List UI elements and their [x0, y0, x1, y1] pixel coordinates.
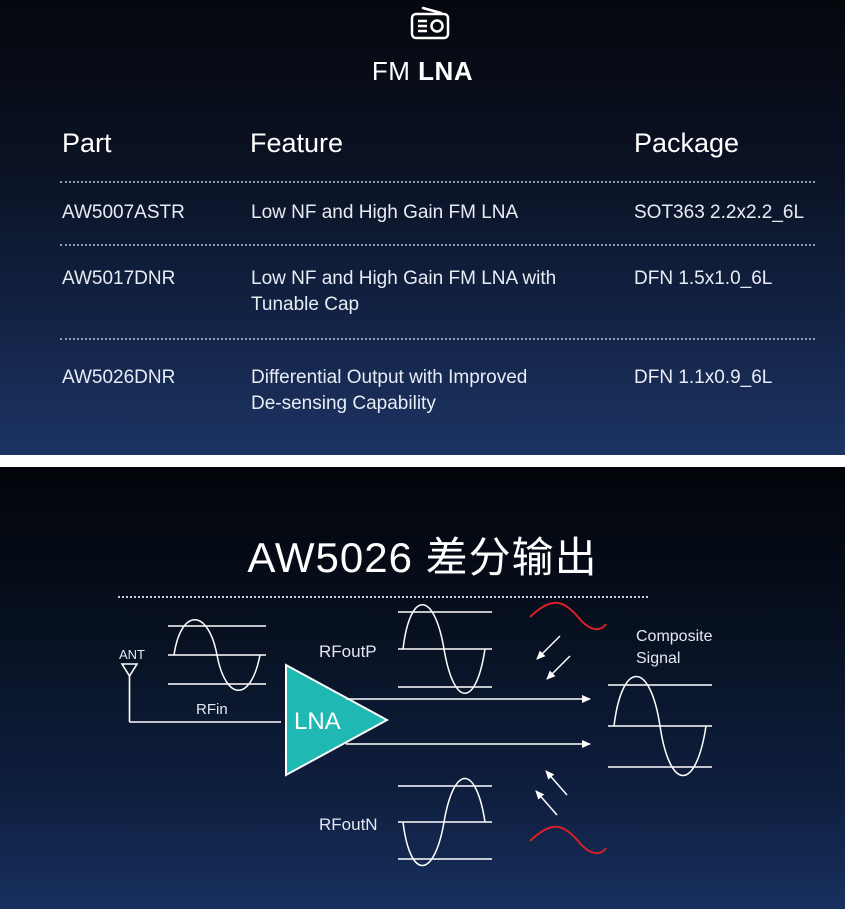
rfoutn-label: RFoutN [319, 815, 378, 834]
rfin-label: RFin [196, 701, 228, 718]
interference-arrows-top [536, 635, 571, 680]
row-1-feature-line-1: Low NF and High Gain FM LNA [251, 202, 519, 223]
row-1-feature: Low NF and High Gain FM LNA [251, 200, 606, 226]
lna-label: LNA [294, 708, 341, 735]
row-2-feature-line-1: Low NF and High Gain FM LNA with [251, 268, 557, 289]
title-light: FM [371, 56, 411, 86]
lna-amplifier [285, 663, 390, 777]
antenna-icon [120, 663, 281, 723]
composite-waveform [608, 676, 712, 776]
noise-wave-bottom [529, 825, 607, 855]
table-divider [60, 181, 815, 183]
ant-label: ANT [119, 647, 145, 662]
header-part: Part [62, 128, 112, 158]
title-divider [118, 596, 648, 598]
fm-lna-panel: FM LNA Part Feature Package AW5007ASTR L… [0, 0, 845, 455]
row-3-feature-line-2: De-sensing Capability [251, 393, 436, 414]
header-package: Package [634, 128, 740, 158]
rfin-waveform [168, 619, 266, 691]
differential-output-panel [0, 467, 845, 909]
row-2-feature: Low NF and High Gain FM LNA with Tunable… [251, 266, 606, 318]
noise-wave-top [529, 601, 607, 631]
row-2-package: DFN 1.5x1.0_6L [634, 268, 773, 289]
fm-lna-title: FM LNA [0, 56, 845, 87]
header-feature: Feature [250, 128, 344, 158]
row-3-package: DFN 1.1x0.9_6L [634, 367, 773, 388]
row-3-feature: Differential Output with Improved De-sen… [251, 365, 606, 417]
row-3-feature-line-1: Differential Output with Improved [251, 367, 528, 388]
radio-icon [410, 6, 450, 40]
table-divider [60, 244, 815, 246]
lna-differential-diagram: ANT RFin LNA RFoutP RFoutN Compos [119, 601, 713, 867]
title-bold: LNA [418, 56, 474, 86]
composite-label-line-1: Composite [636, 628, 713, 645]
row-1-package: SOT363 2.2x2.2_6L [634, 202, 805, 223]
rfoutn-waveform [398, 777, 492, 867]
row-1-part: AW5007ASTR [62, 202, 185, 223]
differential-output-title: AW5026 差分输出 [247, 534, 598, 581]
rfoutp-label: RFoutP [319, 642, 377, 661]
row-2-part: AW5017DNR [62, 268, 176, 289]
rfoutp-waveform [398, 604, 492, 694]
table-divider [60, 338, 815, 340]
row-3-part: AW5026DNR [62, 367, 176, 388]
interference-arrows-bottom [535, 770, 568, 816]
row-2-feature-line-2: Tunable Cap [251, 294, 360, 315]
composite-label-line-2: Signal [636, 650, 680, 667]
